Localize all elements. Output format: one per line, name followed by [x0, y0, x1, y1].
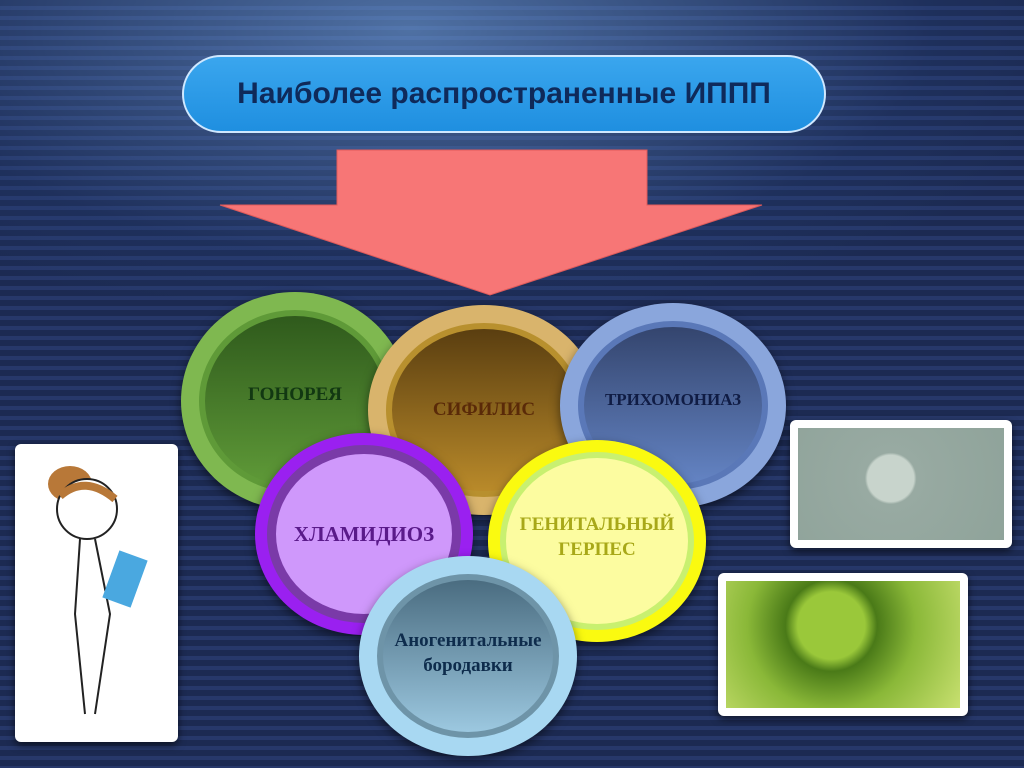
circle-genital-herpes: ГЕНИТАЛЬНЫЙ ГЕРПЕС — [488, 440, 706, 642]
down-arrow — [219, 149, 763, 296]
circle-anogenital-warts: Аногенитальные бородавки — [359, 556, 577, 756]
herpes-line1: ГЕНИТАЛЬНЫЙ — [519, 514, 675, 535]
warts-line2: бородавки — [423, 655, 513, 676]
warts-line1: Аногенитальные — [394, 630, 542, 651]
doctor-illustration — [48, 466, 148, 715]
virus-image-card — [718, 573, 968, 716]
herpes-line2: ГЕРПЕС — [558, 539, 636, 560]
virus-image — [726, 581, 960, 708]
microscope-image — [798, 428, 1004, 540]
slide-title: Наиболее распространенные ИППП — [182, 55, 826, 133]
microscope-image-card — [790, 420, 1012, 548]
doctor-illustration-card — [15, 444, 178, 742]
